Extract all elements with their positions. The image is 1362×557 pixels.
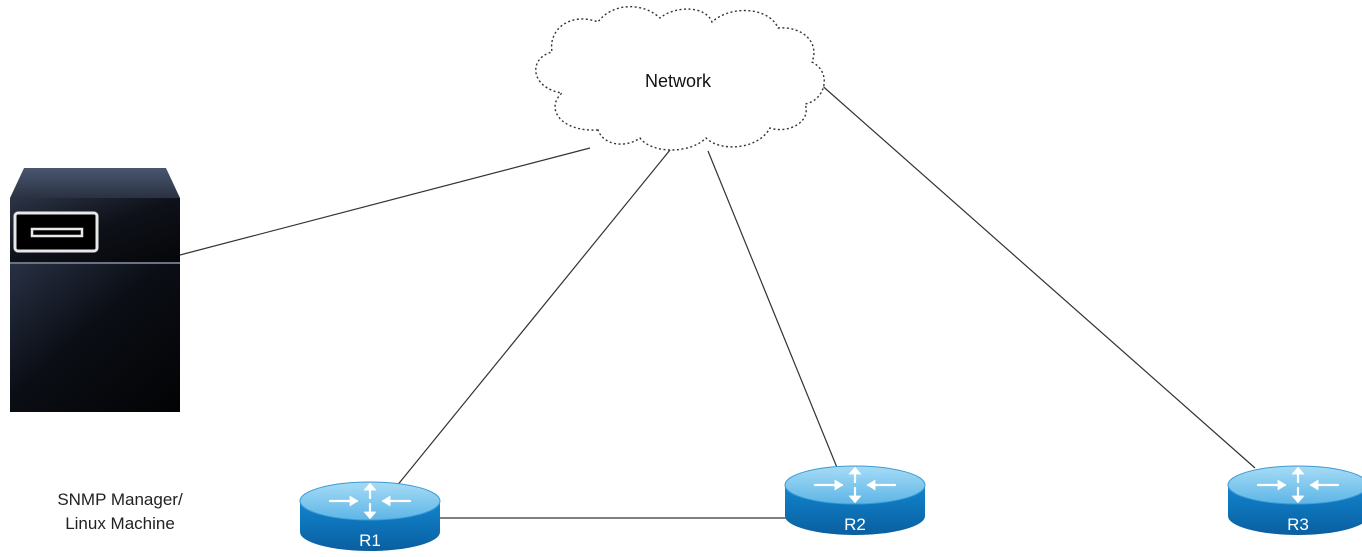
network-cloud: Network [535,5,825,151]
link-r2-network [707,150,839,471]
router-r2: R2 [783,464,927,537]
link-r1-network [395,149,671,488]
network-label: Network [645,71,712,91]
links [179,81,1256,519]
router-label: R2 [844,515,866,534]
manager-label-line1: SNMP Manager/ [57,490,183,509]
router-label: R3 [1287,515,1309,534]
router-label: R1 [359,531,381,550]
router-r1: R1 [298,480,442,553]
router-r3: R3 [1226,464,1362,537]
server-icon [10,168,180,412]
link-r3-network [817,81,1256,469]
manager-label-line2: Linux Machine [65,514,175,533]
link-manager-network [179,147,591,256]
manager-label: SNMP Manager/ Linux Machine [20,488,220,536]
